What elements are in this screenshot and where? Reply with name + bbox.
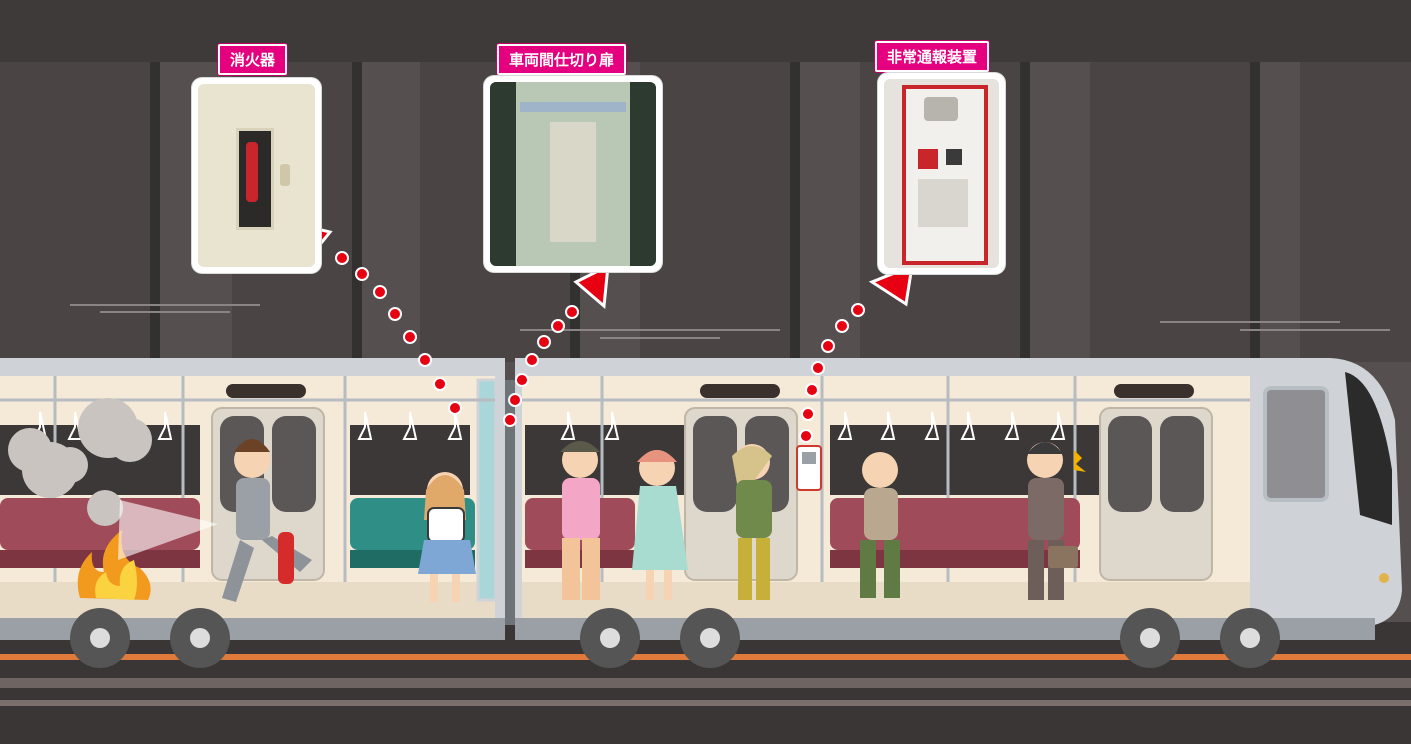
extinguisher-spray: [118, 500, 218, 560]
car-2-cab-window: [1263, 386, 1329, 502]
businessman-holding-strap: [1027, 442, 1086, 600]
emergency-intercom-photo: [878, 73, 1005, 274]
man-with-extinguisher: [222, 439, 312, 602]
interior-windows: [0, 425, 1100, 495]
smoke-cloud: [8, 398, 152, 526]
woman-pink: [560, 441, 600, 600]
door-indicator-lights: [226, 384, 1194, 398]
woman-pressing-intercom: [732, 444, 772, 600]
fire-icon: [77, 530, 151, 600]
seats-red-base: [0, 550, 1080, 568]
callout-label-partition-door: 車両間仕切り扉: [497, 44, 627, 75]
car-2-front-windshield: [1345, 372, 1392, 525]
emergency-intercom-icon: [796, 445, 822, 491]
callout-label-intercom: 非常通報装置: [875, 41, 990, 72]
car-2-headlight: [1379, 573, 1389, 583]
tunnel-top-band: [0, 0, 1411, 62]
partition-door-frame: [476, 378, 498, 602]
car-gap: [505, 380, 515, 625]
woman-mint: [632, 450, 688, 600]
hand-straps: [32, 411, 1066, 440]
fire-extinguisher-cabinet-photo: [192, 78, 321, 273]
partition-door-photo: [484, 76, 662, 272]
girl-covering-mouth: [418, 472, 476, 602]
car-1-floor: [0, 582, 495, 618]
rail-lower: [0, 678, 1411, 688]
wheels: [70, 608, 1280, 668]
elderly-man-seated: [860, 452, 900, 598]
dotted-arrow-partition-door: [503, 263, 610, 427]
rail-lower-2: [0, 700, 1411, 706]
dotted-arrow-intercom: [799, 263, 914, 443]
callout-label-extinguisher: 消火器: [218, 44, 288, 75]
